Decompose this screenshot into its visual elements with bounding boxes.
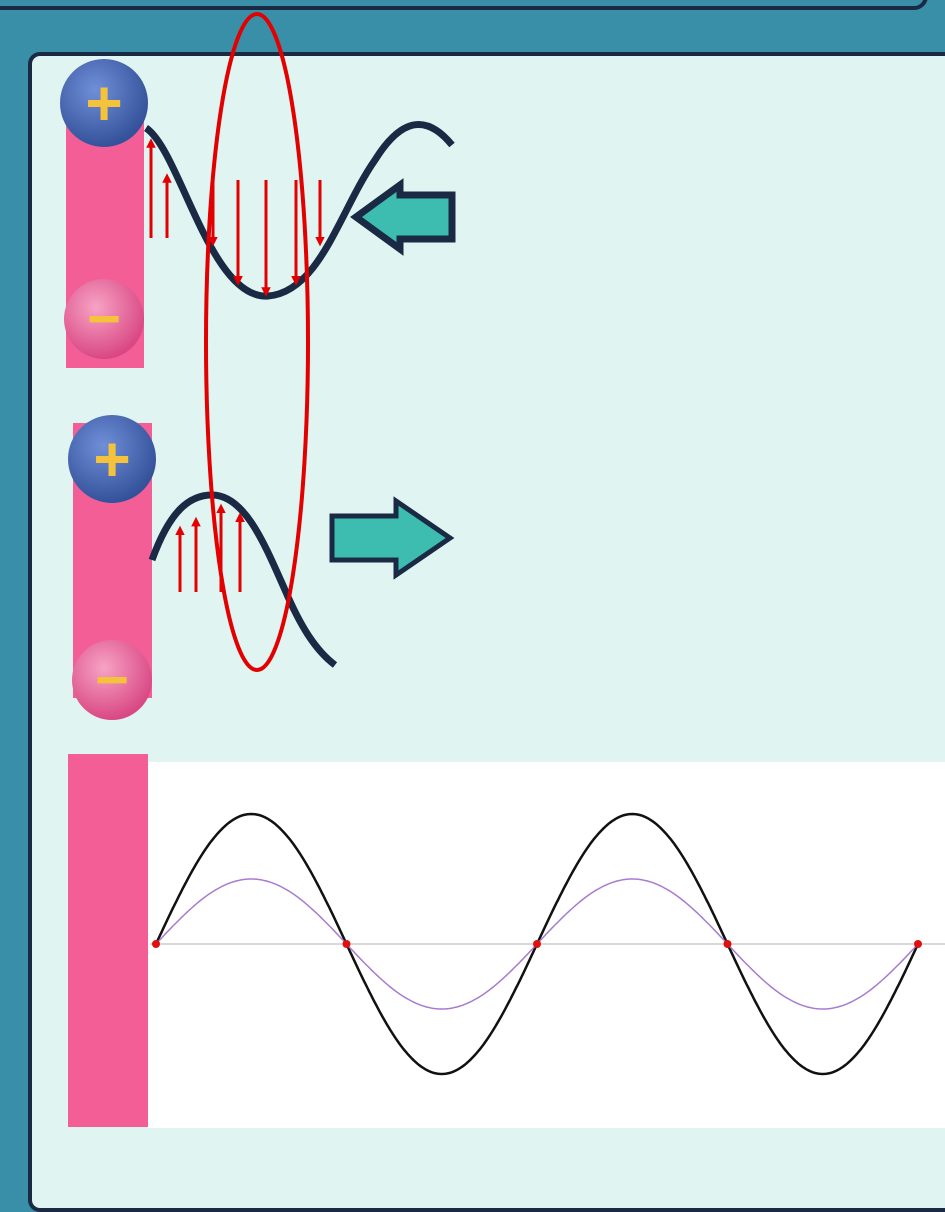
top-setup: + −	[60, 59, 452, 368]
standing-wave-plate	[68, 754, 148, 1127]
bottom-plus-ball: +	[68, 415, 156, 503]
standing-wave-node	[343, 940, 351, 948]
standing-wave-node	[533, 940, 541, 948]
bottom-plus-sign: +	[93, 423, 130, 495]
bottom-setup: + −	[68, 415, 450, 720]
top-field-arrows	[151, 143, 320, 292]
bottom-minus-sign: −	[95, 648, 129, 713]
bottom-minus-ball: −	[72, 640, 152, 720]
top-plus-sign: +	[85, 67, 122, 139]
standing-wave-figure	[68, 754, 945, 1128]
standing-wave-node	[724, 940, 732, 948]
standing-wave-node	[914, 940, 922, 948]
highlight-ellipse	[206, 14, 308, 670]
standing-wave-node	[152, 940, 160, 948]
top-minus-sign: −	[87, 287, 121, 352]
bottom-field-arrows	[180, 508, 240, 592]
right-pointing-arrow	[332, 501, 450, 575]
left-pointing-arrow	[356, 185, 452, 249]
top-minus-ball: −	[64, 279, 144, 359]
top-plus-ball: +	[60, 59, 148, 147]
